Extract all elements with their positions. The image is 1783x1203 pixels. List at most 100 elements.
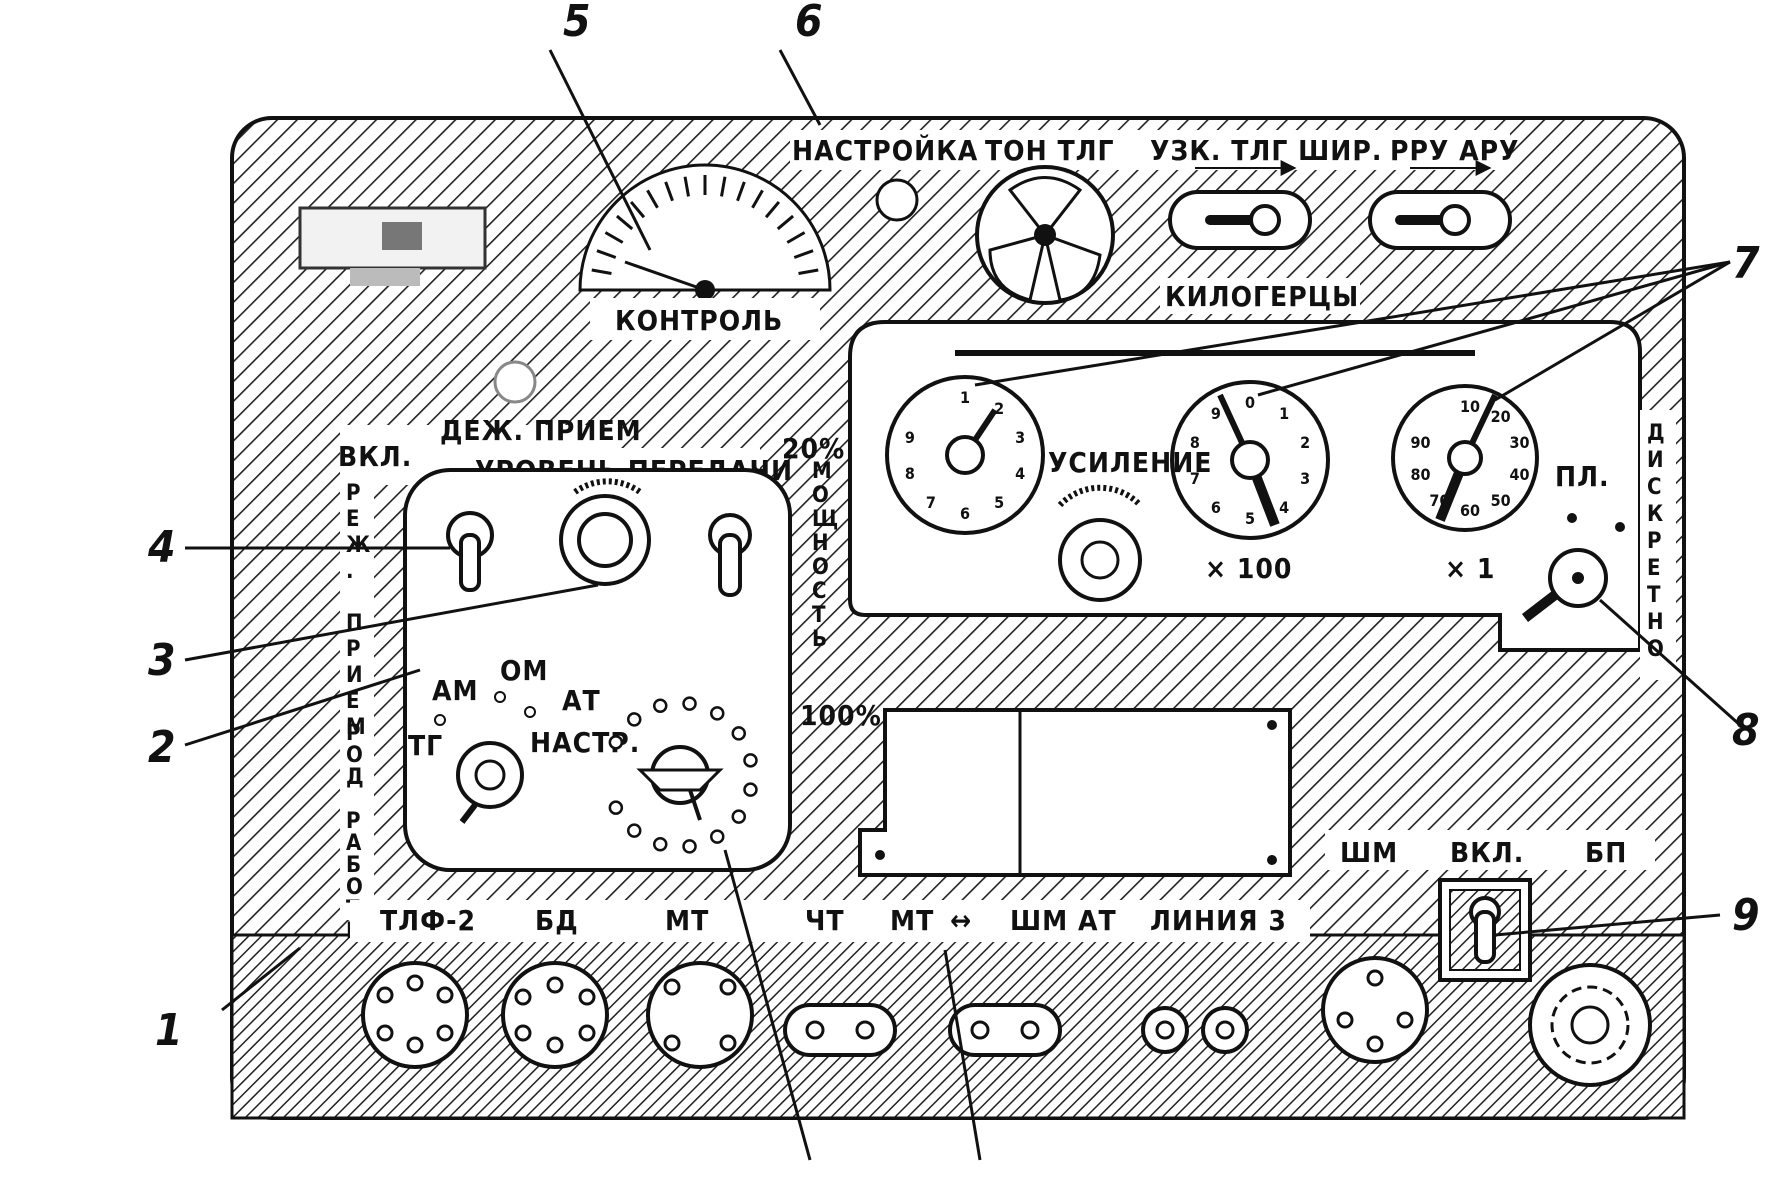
vertical-char: Д <box>346 765 365 790</box>
vertical-char: Ь <box>812 627 828 652</box>
vertical-char: И <box>1647 448 1665 473</box>
pct100-label: 100% <box>800 699 882 732</box>
dial-tick-label: 4 <box>1015 464 1025 483</box>
callout-6: 6 <box>795 0 823 47</box>
dial-tick-label: 2 <box>1300 433 1310 452</box>
band-selector-knob[interactable] <box>608 696 758 854</box>
round-connector[interactable] <box>361 961 469 1069</box>
vertical-char: Н <box>1647 610 1665 635</box>
vertical-char: Т <box>1647 583 1662 608</box>
vertical-char: И <box>346 663 364 688</box>
vertical-char: . <box>346 559 355 584</box>
power-level-toggle[interactable] <box>708 513 752 597</box>
vertical-char: О <box>812 483 830 508</box>
indicator-lamp-left <box>493 360 537 404</box>
vertical-char: О <box>812 555 830 580</box>
dial-tick-label: 8 <box>1190 433 1200 452</box>
operating-mode-selector[interactable] <box>456 741 524 824</box>
pl-label: ПЛ. <box>1555 460 1610 493</box>
dial-tick-label: 6 <box>1211 498 1221 517</box>
mt-label: МТ <box>665 904 709 937</box>
usilenie-label: УСИЛЕНИЕ <box>1048 446 1213 479</box>
control-meter: КОНТРОЛЬ <box>578 163 832 340</box>
nastroika-label: НАСТРОЙКА <box>792 133 978 167</box>
at-label: АТ <box>562 684 601 717</box>
vertical-char: Н <box>812 531 830 556</box>
round-connector[interactable] <box>501 961 609 1069</box>
callout-2: 2 <box>148 722 176 773</box>
dial-tick-label: 6 <box>960 504 970 523</box>
speaker-socket[interactable] <box>1528 963 1652 1087</box>
vertical-char: К <box>1647 502 1664 527</box>
dial-tick-label: 30 <box>1509 433 1529 452</box>
dial-tick-label: 0 <box>1245 393 1255 412</box>
bp-label: БП <box>1585 836 1627 869</box>
mt2-label: МТ <box>890 904 934 937</box>
tlf2-label: ТЛФ-2 <box>380 904 476 937</box>
vertical-char: П <box>346 611 364 636</box>
kontrol-label: КОНТРОЛЬ <box>615 304 783 337</box>
discrete-selector-knob[interactable] <box>1521 513 1625 622</box>
nameplate <box>298 206 487 286</box>
vertical-char: Р <box>1647 529 1663 554</box>
callout-9: 9 <box>1732 890 1760 941</box>
shm-at-label: ШМ АТ <box>1010 904 1117 937</box>
line-terminal[interactable] <box>1201 1006 1249 1054</box>
dial-tick-label: 7 <box>926 493 936 512</box>
dial-tick-label: 1 <box>1279 404 1289 423</box>
shm-label: ШМ <box>1340 836 1398 869</box>
transmit-level-knob[interactable] <box>559 478 651 586</box>
kilogertsy-label: КИЛОГЕРЦЫ <box>1165 280 1359 313</box>
oval-socket[interactable] <box>948 1003 1062 1057</box>
liniya3-label: ЛИНИЯ 3 <box>1150 904 1287 937</box>
line-terminal[interactable] <box>1141 1006 1189 1054</box>
vertical-char: Ж <box>346 533 371 558</box>
dial-tick-label: 40 <box>1509 465 1529 484</box>
rru-aru-toggle-switch[interactable] <box>1368 160 1512 250</box>
round-connector[interactable] <box>646 961 754 1069</box>
gain-knob[interactable] <box>1057 484 1143 602</box>
x1-label: × 1 <box>1445 552 1495 585</box>
duty-receive-toggle[interactable] <box>446 511 494 592</box>
tone-tlg-knob[interactable] <box>975 165 1115 305</box>
display-plate <box>858 708 1292 877</box>
vertical-char: С <box>812 579 828 604</box>
vertical-char: Р <box>346 481 362 506</box>
tg-label: ТГ <box>408 729 443 762</box>
dial-tick-label: 5 <box>1245 509 1255 528</box>
vertical-char: Д <box>1647 421 1666 446</box>
tuning-indicator-lamp <box>875 178 919 222</box>
pct20-label: 20% <box>782 432 845 465</box>
dial-tick-label: 8 <box>905 464 915 483</box>
callout-1: 1 <box>155 1005 183 1056</box>
callout-3: 3 <box>148 635 176 686</box>
oval-socket[interactable] <box>783 1003 897 1057</box>
vertical-char: О <box>346 875 364 900</box>
om-label: ОМ <box>500 654 548 687</box>
vertical-char: Р <box>346 721 362 746</box>
round-connector[interactable] <box>1321 956 1429 1064</box>
callout-4: 4 <box>147 522 176 573</box>
vertical-char: С <box>1647 475 1663 500</box>
callout-7: 7 <box>1732 238 1760 289</box>
vertical-char: Е <box>346 689 361 714</box>
dial-tick-label: 1 <box>960 388 970 407</box>
vertical-char: Р <box>346 637 362 662</box>
dial-tick-label: 90 <box>1411 433 1431 452</box>
power-supply-switch[interactable] <box>1438 878 1532 982</box>
bandwidth-toggle-switch[interactable] <box>1168 160 1312 250</box>
vertical-char: Е <box>1647 556 1662 581</box>
uzk-tlg-shir-label: УЗК. ТЛГ ШИР. <box>1150 134 1382 167</box>
dezh-priem-label: ДЕЖ. ПРИЕМ <box>440 414 642 447</box>
vertical-char: Р <box>346 809 362 834</box>
dial-tick-label: 80 <box>1411 465 1431 484</box>
dial-tick-label: 4 <box>1279 498 1289 517</box>
vertical-char: А <box>346 831 362 856</box>
dial-tick-label: 5 <box>994 493 1004 512</box>
